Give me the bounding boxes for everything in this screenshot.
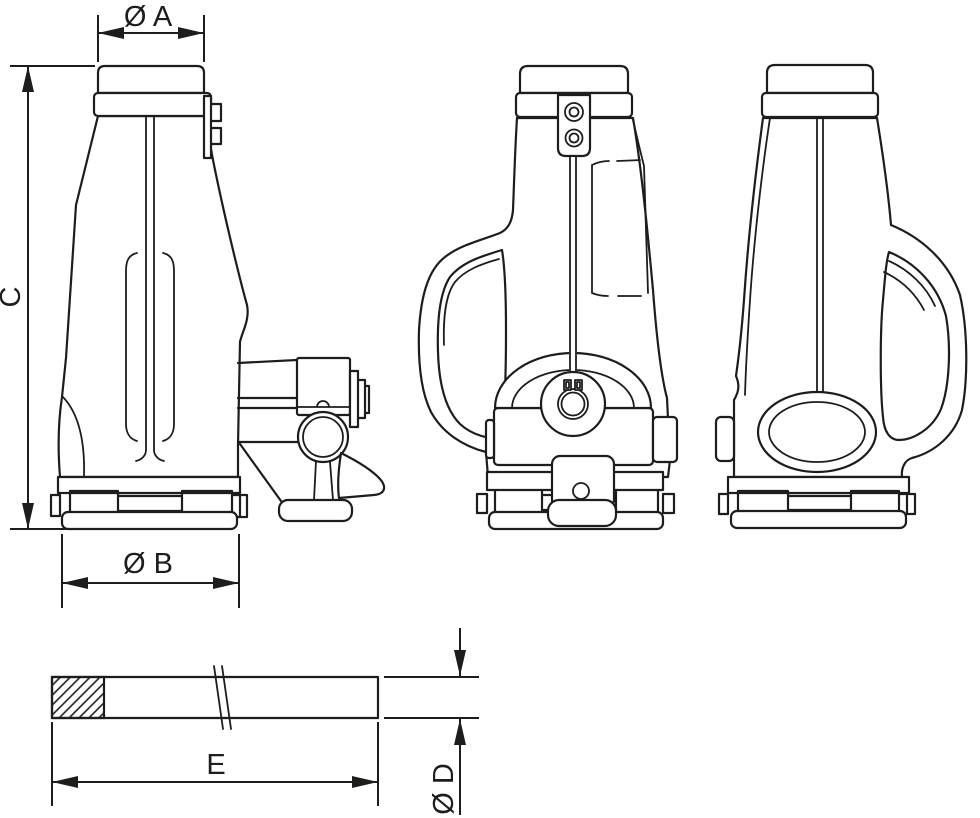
side-shaft-steps: [348, 369, 371, 429]
snap-ring-lugs: [563, 379, 583, 391]
bolt-socket-icon: [568, 106, 580, 118]
dim-height: C: [0, 65, 95, 530]
dim-e-extension-lines: [51, 722, 379, 806]
side-view: [49, 64, 386, 531]
side-cap: [96, 64, 206, 95]
dim-d-label: Ø D: [428, 763, 460, 815]
rear-center-rib: [816, 116, 824, 395]
rear-hole-inner-lines: [883, 260, 936, 311]
arrowhead-left: [98, 27, 124, 39]
bolt-icon: [564, 128, 584, 148]
rear-left-tab: [714, 415, 736, 463]
front-boss-hole: [560, 391, 586, 417]
side-mechanism-lines: [236, 358, 300, 503]
dim-a-label: Ø A: [124, 1, 173, 33]
rear-oval-inner: [768, 401, 866, 463]
side-foot-wing: [337, 451, 386, 500]
dim-top-diameter: Ø A: [97, 1, 205, 62]
dim-b-extension-lines: [61, 534, 240, 608]
front-view: [417, 64, 679, 531]
dim-b-label: Ø B: [123, 548, 173, 580]
front-cap: [518, 64, 630, 95]
front-right-tab: [651, 415, 679, 464]
dim-c-ticks: [10, 65, 95, 530]
rear-left-contour: [744, 117, 771, 396]
dim-handle-length: E: [51, 722, 379, 806]
side-base-pad: [60, 510, 239, 531]
front-toe-pad: [546, 498, 618, 528]
arrowhead-left: [52, 776, 78, 788]
side-body-details: [61, 115, 175, 477]
arrowhead-right: [178, 27, 204, 39]
side-collar: [92, 91, 213, 118]
arrowhead-down: [454, 650, 466, 676]
side-plate-and-tabs: [202, 94, 223, 160]
arrowhead-right: [213, 577, 239, 589]
arrowhead-down: [22, 503, 34, 529]
rear-cap: [765, 63, 875, 95]
arrowhead-left: [62, 577, 88, 589]
side-gearbox-detail: [296, 400, 351, 408]
rear-base-pad: [729, 509, 908, 530]
break-lines: [213, 665, 232, 730]
side-foot-pad: [277, 498, 354, 523]
bolt-icon: [564, 102, 584, 122]
dim-e-label: E: [206, 749, 225, 781]
dim-d-extension-lines: [384, 676, 479, 719]
front-contour-line: [632, 119, 649, 294]
front-boss-ring: [557, 388, 589, 420]
front-left-tab: [484, 418, 496, 460]
front-hole-inner-line: [442, 258, 500, 346]
handle-hatched-end: [50, 675, 106, 720]
handle-bar: [50, 675, 380, 720]
side-crank-ring-inner: [302, 416, 344, 458]
bolt-socket-icon: [568, 132, 580, 144]
arrowhead-up: [454, 719, 466, 745]
screw-rod-mask: [569, 157, 577, 373]
screw-rod: [569, 156, 577, 373]
dim-handle-diameter: Ø D: [384, 628, 479, 815]
rear-oval-outer: [756, 390, 878, 474]
rear-view: [714, 63, 968, 530]
arrowhead-up: [22, 66, 34, 92]
side-foot-stem: [313, 460, 334, 501]
dim-c-label: C: [0, 287, 27, 308]
front-handle-hole: [436, 248, 508, 439]
side-crank-ring-outer: [296, 410, 350, 464]
arrowhead-right: [352, 776, 378, 788]
dim-a-extension-lines: [97, 15, 205, 62]
dim-base-diameter: Ø B: [61, 534, 240, 608]
rear-collar: [760, 91, 880, 119]
handle-bar-view: [50, 665, 380, 730]
front-boss-outer: [539, 370, 607, 438]
front-panel-solid: [591, 160, 610, 297]
front-panel-dashed: [616, 159, 649, 297]
rear-base: [717, 475, 917, 516]
